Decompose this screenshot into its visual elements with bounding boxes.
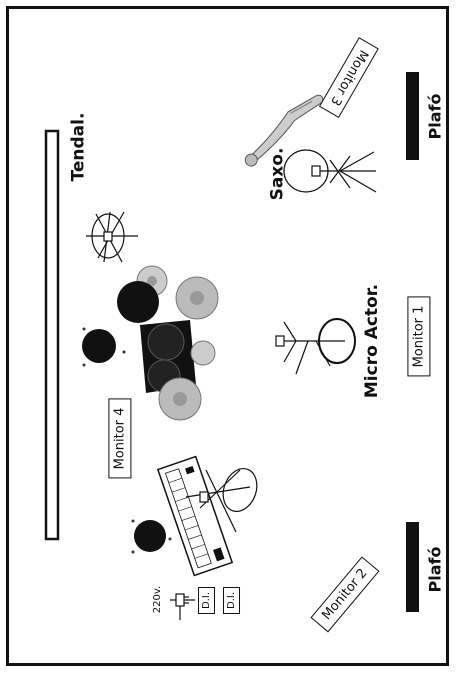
micro-actor-mic-stand-icon	[275, 318, 356, 375]
voltage-label: 220v.	[152, 585, 164, 614]
keyboard-icon	[156, 455, 234, 577]
saxophone-icon	[244, 94, 324, 167]
keyboard-mic-stand-icon	[185, 468, 258, 533]
tendal-bar	[44, 129, 60, 541]
plafo-bottom-label: Plafó	[425, 546, 445, 593]
plafo-bottom-light	[406, 522, 419, 612]
amp-icon	[131, 519, 172, 554]
monitor-4-box: Monitor 4	[108, 398, 132, 479]
di-box-1: D.I.	[198, 586, 216, 615]
tendal-label: Tendal.	[68, 112, 89, 182]
plafo-top-label: Plafó	[425, 93, 445, 140]
monitor-1-box: Monitor 1	[407, 296, 431, 377]
plug-icon	[170, 593, 195, 620]
overhead-mic-stand-icon	[86, 211, 138, 263]
micro-actor-label: Micro Actor.	[362, 283, 383, 399]
plafo-top-light	[406, 72, 419, 160]
di-box-2: D.I.	[223, 586, 241, 615]
saxo-label: Saxo.	[267, 147, 288, 201]
drum-kit-icon	[82, 265, 219, 421]
saxo-mic-stand-icon	[283, 149, 377, 193]
